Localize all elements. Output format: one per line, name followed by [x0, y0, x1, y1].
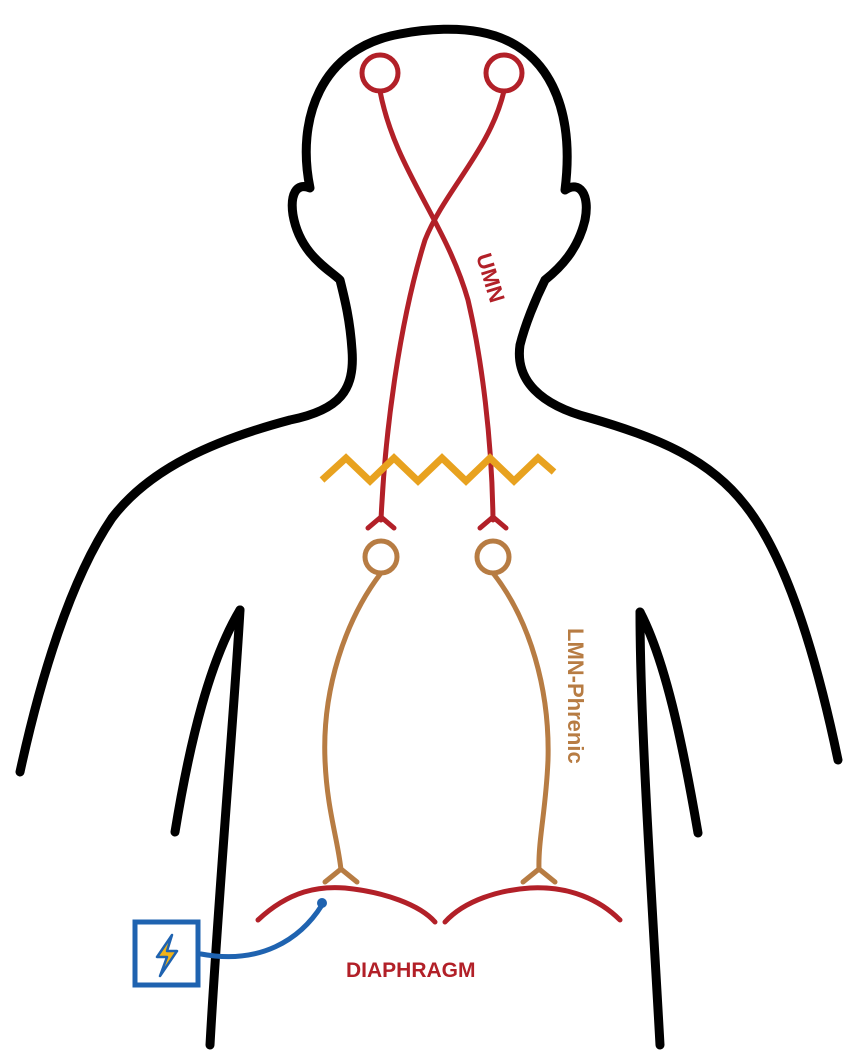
- lmn-left-axon: [325, 573, 381, 870]
- head-and-shoulders-outline: [20, 29, 838, 772]
- diaphragm-label: DIAPHRAGM: [346, 959, 476, 982]
- umn-left-terminal: [368, 517, 394, 528]
- right-torso-outline: [640, 612, 660, 1045]
- body-outline: [20, 29, 838, 1045]
- spinal-cord-injury-marker: [322, 458, 554, 481]
- diaphragm-left-dome: [258, 888, 435, 922]
- diaphragm-right-dome: [445, 888, 620, 922]
- umn-left-cell-body: [362, 55, 398, 91]
- lmn-phrenic-label: LMN-Phrenic: [563, 628, 588, 764]
- stimulator-device: [135, 922, 198, 985]
- umn-label: UMN: [471, 250, 510, 305]
- lmn-left-cell-body: [365, 541, 397, 573]
- lmn-right-terminal: [523, 869, 555, 882]
- stimulator-electrode: [317, 898, 327, 908]
- lmn-right-cell-body: [477, 541, 509, 573]
- lmn-left-terminal: [325, 869, 357, 882]
- umn-right-cell-body: [486, 55, 522, 91]
- lmn-right-axon: [493, 573, 548, 870]
- lmn-phrenic-pathway: [325, 541, 555, 882]
